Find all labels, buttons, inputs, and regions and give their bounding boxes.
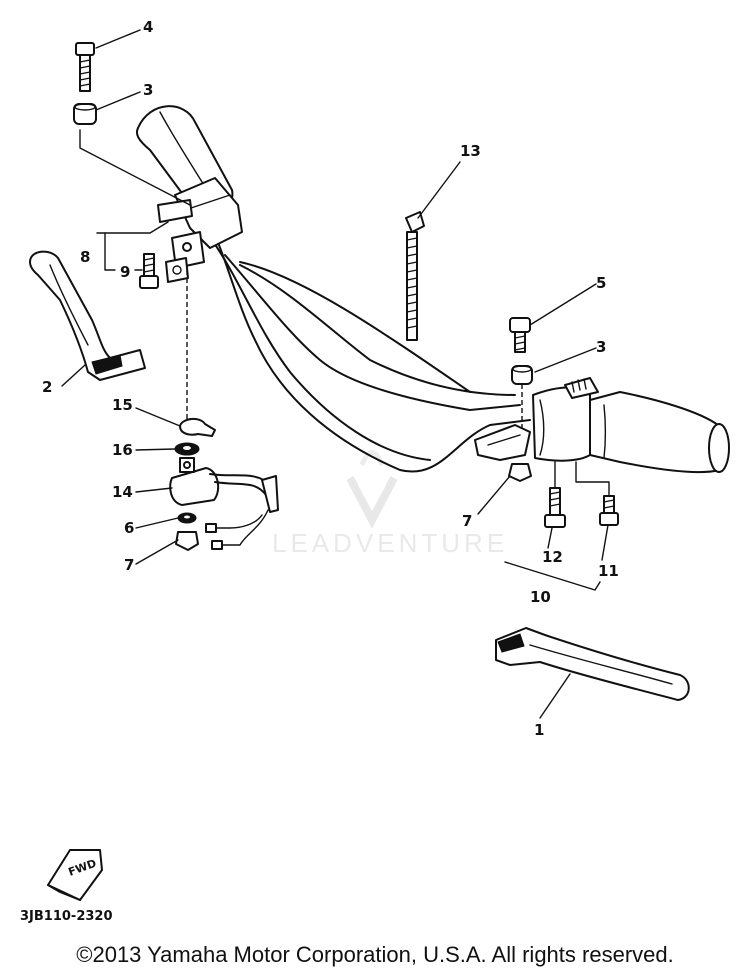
callout-11: 11 <box>598 562 619 580</box>
part-7-nut-left <box>175 531 199 551</box>
callout-15: 15 <box>112 396 133 414</box>
bracket-8-line <box>96 232 116 271</box>
part-9-bolt <box>139 253 159 289</box>
part-6-washer <box>177 512 197 524</box>
part-16-washer <box>174 442 200 456</box>
part-12-screw <box>544 487 566 528</box>
part-14-start-switch <box>169 457 279 550</box>
part-1-right-lever <box>495 627 690 701</box>
copyright-notice: ©2013 Yamaha Motor Corporation, U.S.A. A… <box>76 942 674 967</box>
leader-8 <box>104 221 169 234</box>
part-2-left-lever <box>29 250 146 381</box>
callout-14: 14 <box>112 483 133 501</box>
part-4-bolt <box>75 42 95 92</box>
leader-lines <box>61 29 609 719</box>
right-lever-perch <box>474 424 531 461</box>
callout-5: 5 <box>596 274 606 292</box>
bracket-10 <box>504 561 601 591</box>
callout-16: 16 <box>112 441 133 459</box>
part-11-screw <box>599 495 619 526</box>
callout-10: 10 <box>530 588 551 606</box>
part-7-nut-right <box>508 463 532 482</box>
left-grip <box>135 105 243 249</box>
watermark-logo <box>346 450 398 529</box>
leader-11-axis <box>575 461 610 497</box>
callout-7-right: 7 <box>462 512 472 530</box>
right-throttle-housing <box>532 377 730 474</box>
part-8-bracket-nuts <box>165 257 189 283</box>
diagram-canvas: LEADVENTURE <box>20 18 730 924</box>
callout-13: 13 <box>460 142 481 160</box>
part-3-collar-right <box>511 365 533 385</box>
callout-2: 2 <box>42 378 52 396</box>
handlebar <box>204 214 531 473</box>
callout-7-left: 7 <box>124 556 134 574</box>
callout-8: 8 <box>80 248 90 266</box>
part-5-bolt <box>509 317 531 353</box>
watermark-text: LEADVENTURE <box>272 528 508 558</box>
fwd-arrow-icon: FWD <box>47 849 103 901</box>
part-13-cable-tie <box>405 211 425 341</box>
callout-3-right: 3 <box>596 338 606 356</box>
leader-collar-left <box>79 129 191 206</box>
callout-4: 4 <box>143 18 153 36</box>
callout-3-left: 3 <box>143 81 153 99</box>
part-3-collar-left <box>73 103 97 125</box>
callout-6: 6 <box>124 519 134 537</box>
callout-1: 1 <box>534 721 544 739</box>
callout-9: 9 <box>120 263 130 281</box>
callout-12: 12 <box>542 548 563 566</box>
diagram-code: 3JB110-2320 <box>20 909 113 924</box>
part-15-clip <box>179 418 216 437</box>
